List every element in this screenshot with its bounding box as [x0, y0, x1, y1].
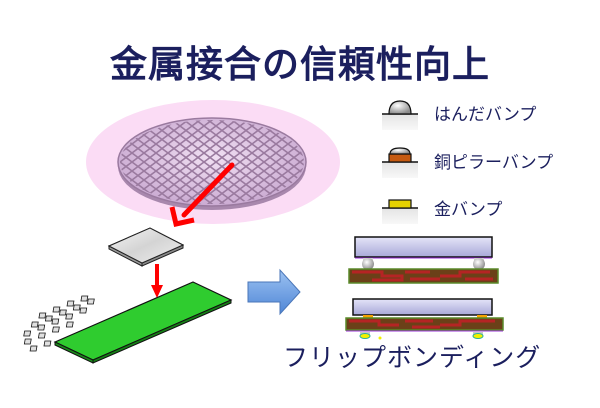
- red-arrow-wafer-to-chip: [169, 162, 235, 227]
- wafer-icon: [117, 117, 307, 210]
- legend-label: 金バンプ: [434, 200, 503, 220]
- legend-item-gold-bump: 金バンプ: [372, 191, 592, 221]
- legend-item-solder-bump: はんだバンプ: [372, 96, 592, 126]
- legend-item-copper-pillar-bump: 銅ピラーバンプ: [372, 144, 592, 174]
- legend-label: 銅ピラーバンプ: [434, 153, 554, 173]
- page-title: 金属接合の信頼性向上: [110, 43, 490, 86]
- flip-chip-solder-assembly: [348, 236, 499, 284]
- copper-pillar-bump-icon: [382, 147, 418, 178]
- flip-bonding-caption: フリップボンディング: [283, 343, 542, 372]
- chip-icon: [107, 227, 185, 267]
- gold-bump-icon: [382, 199, 418, 224]
- solder-bump-icon: [382, 100, 418, 130]
- flip-chip-gold-assembly: [345, 298, 504, 340]
- red-arrow-chip-to-substrate: [151, 264, 163, 298]
- substrate-board-icon: [23, 281, 233, 364]
- block-arrow-right-icon: [247, 268, 301, 316]
- legend-label: はんだバンプ: [434, 105, 537, 125]
